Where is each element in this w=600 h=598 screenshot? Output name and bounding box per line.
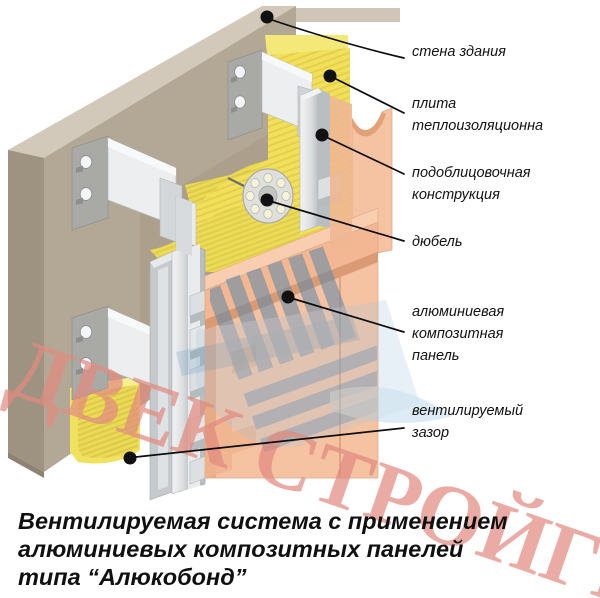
label-dowel: дюбель [412,234,462,250]
leader-dot-panel [281,290,295,304]
label-substructure-line1: подоблицовочная [412,165,531,181]
leader-dot-substructure [315,128,329,142]
leader-lines [123,10,405,465]
caption-line-3: типа “Алюкобонд” [18,564,247,590]
leader-dot-wall [260,10,274,24]
label-panel-line1: алюминиевая [412,304,504,320]
label-insulation-line2: теплоизоляционна [412,118,543,134]
callout-labels: стена здания плита теплоизоляционна подо… [411,44,543,441]
leader-dot-dowel [260,193,274,207]
label-gap-line1: вентилируемый [412,403,523,419]
label-wall: стена здания [412,44,506,60]
label-panel-line2: композитная [412,326,504,342]
caption-line-2: алюминиевых композитных панелей [18,536,463,562]
label-panel-line3: панель [412,348,459,364]
caption-line-1: Вентилируемая система с применением [18,508,508,534]
leader-dot-gap [123,451,137,465]
label-gap-line2: зазор [411,425,449,441]
label-substructure-line2: конструкция [412,187,500,203]
leader-dot-insulation [323,69,337,83]
label-insulation-line1: плита [412,96,456,112]
caption: Вентилируемая система с применением алюм… [18,508,508,590]
